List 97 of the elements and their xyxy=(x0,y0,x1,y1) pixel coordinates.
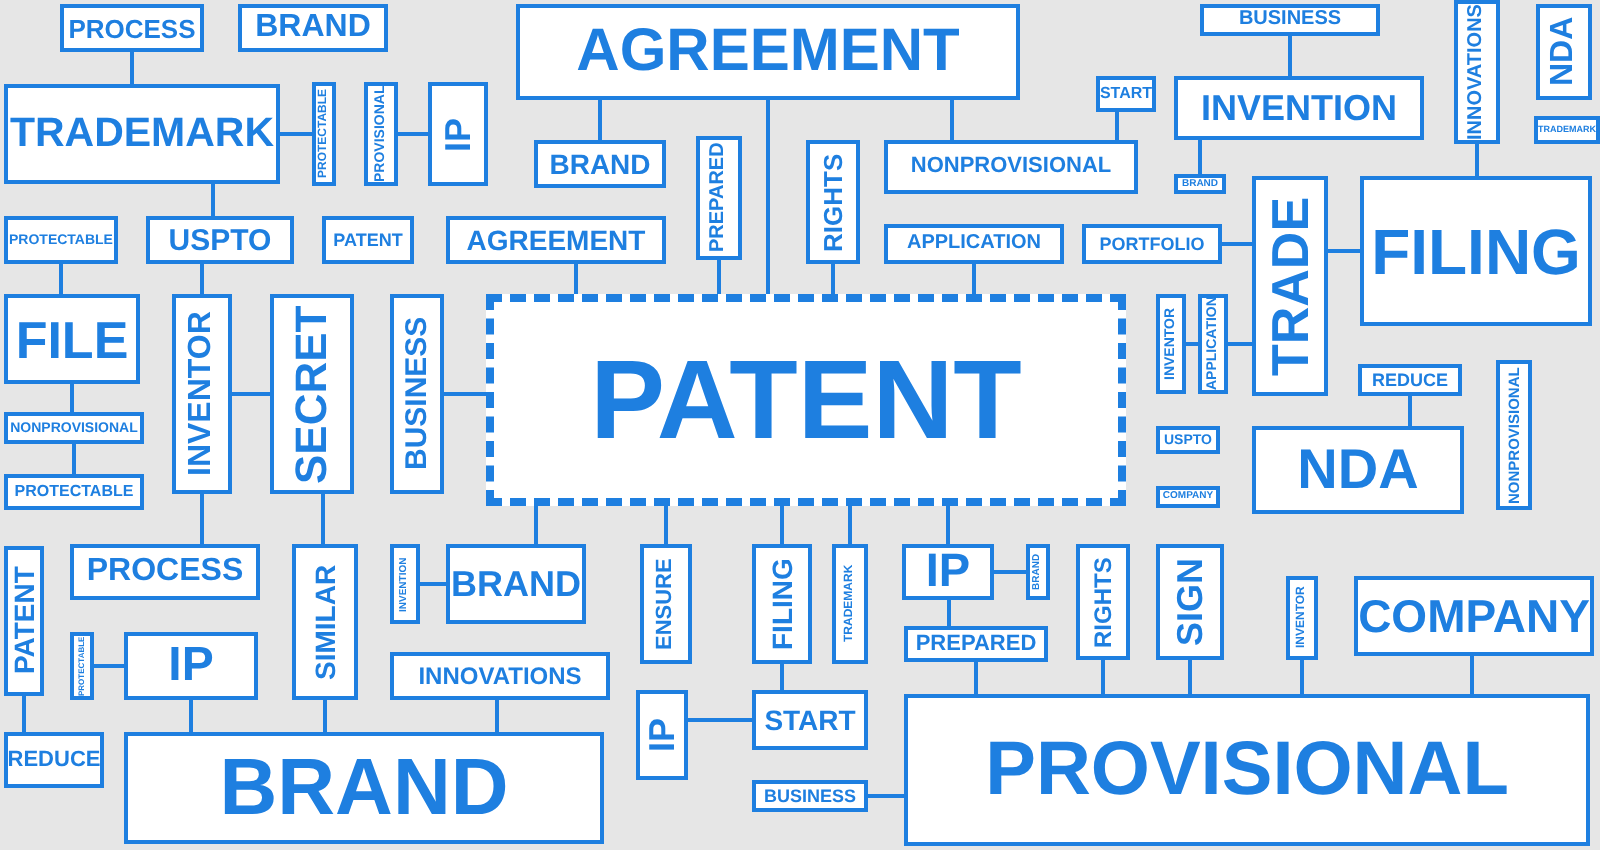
connector-line xyxy=(994,570,1026,574)
keyword-box: REDUCE xyxy=(4,732,104,788)
connector-line xyxy=(189,700,193,732)
keyword-box: RIGHTS xyxy=(1076,544,1130,660)
keyword-box: NDA xyxy=(1536,4,1592,100)
keyword-box: PREPARED xyxy=(904,626,1048,662)
connector-line xyxy=(868,794,904,798)
keyword-box: IP xyxy=(902,544,994,600)
connector-line xyxy=(972,264,976,294)
keyword-box: PROCESS xyxy=(70,544,260,600)
connector-line xyxy=(398,132,428,136)
keyword-box: AGREEMENT xyxy=(446,216,666,264)
keyword-box: NONPROVISIONAL xyxy=(884,140,1138,194)
connector-line xyxy=(950,100,954,140)
keyword-box: TRADE xyxy=(1252,176,1328,396)
connector-line xyxy=(780,664,784,690)
keyword-box: BRAND xyxy=(534,140,666,188)
keyword-box: BUSINESS xyxy=(1200,4,1380,36)
keyword-box: START xyxy=(752,690,868,750)
keyword-box: SIGN xyxy=(1156,544,1224,660)
connector-line xyxy=(947,600,951,626)
keyword-box: FILING xyxy=(752,544,812,664)
connector-line xyxy=(420,582,446,586)
connector-line xyxy=(1198,140,1202,174)
connector-line xyxy=(59,264,63,294)
keyword-box: START xyxy=(1096,76,1156,112)
keyword-box: PROVISIONAL xyxy=(904,694,1590,846)
keyword-box: PATENT xyxy=(4,546,44,696)
keyword-box: BRAND xyxy=(238,4,388,52)
connector-line xyxy=(211,184,215,216)
connector-line xyxy=(946,506,950,544)
connector-line xyxy=(717,260,721,294)
keyword-box: INVENTION xyxy=(1174,76,1424,140)
keyword-box: IP xyxy=(428,82,488,186)
connector-line xyxy=(780,506,784,544)
connector-line xyxy=(688,718,752,722)
connector-line xyxy=(1328,249,1360,253)
connector-line xyxy=(22,696,26,732)
keyword-box: INNOVATIONS xyxy=(1454,0,1500,144)
keyword-box: USPTO xyxy=(146,216,294,264)
connector-line xyxy=(974,662,978,694)
connector-line xyxy=(766,100,770,294)
keyword-box: BUSINESS xyxy=(752,780,868,812)
keyword-box: TRADEMARK xyxy=(4,84,280,184)
connector-line xyxy=(1300,660,1304,694)
keyword-box: COMPANY xyxy=(1354,576,1594,656)
keyword-box: INNOVATIONS xyxy=(390,652,610,700)
keyword-box: BRAND xyxy=(446,544,586,624)
keyword-box: SIMILAR xyxy=(292,544,358,700)
connector-line xyxy=(1470,656,1474,694)
dashed-keyword-box: PATENT xyxy=(486,294,1126,506)
connector-line xyxy=(1228,342,1252,346)
connector-line xyxy=(94,664,124,668)
keyword-box: BUSINESS xyxy=(390,294,444,494)
keyword-box: RIGHTS xyxy=(806,140,860,264)
keyword-box: PROTECTABLE xyxy=(4,474,144,510)
keyword-box: ENSURE xyxy=(640,544,692,664)
keyword-box: PATENT xyxy=(322,216,414,264)
connector-line xyxy=(200,494,204,544)
keyword-box: BRAND xyxy=(124,732,604,844)
connector-line xyxy=(323,700,327,732)
connector-line xyxy=(232,392,270,396)
keyword-box: FILING xyxy=(1360,176,1592,326)
connector-line xyxy=(574,264,578,294)
keyword-box: PROCESS xyxy=(60,4,204,52)
connector-line xyxy=(130,52,134,84)
connector-line xyxy=(280,132,312,136)
connector-line xyxy=(321,494,325,544)
connector-line xyxy=(1188,660,1192,694)
connector-line xyxy=(848,506,852,544)
connector-line xyxy=(200,264,204,294)
connector-line xyxy=(1186,342,1198,346)
keyword-box: INVENTOR xyxy=(172,294,232,494)
connector-line xyxy=(534,506,538,544)
keyword-box: PORTFOLIO xyxy=(1082,224,1222,264)
connector-line xyxy=(1408,396,1412,426)
keyword-box: APPLICATION xyxy=(884,224,1064,264)
connector-line xyxy=(1222,242,1252,246)
connector-line xyxy=(598,100,602,140)
connector-line xyxy=(1101,660,1105,694)
connector-line xyxy=(831,264,835,294)
keyword-box: NDA xyxy=(1252,426,1464,514)
connector-line xyxy=(1115,112,1119,140)
keyword-box: FILE xyxy=(4,294,140,384)
connector-line xyxy=(495,700,499,732)
keyword-box: REDUCE xyxy=(1358,364,1462,396)
keyword-box: SECRET xyxy=(270,294,354,494)
connector-line xyxy=(70,384,74,412)
connector-line xyxy=(664,506,668,544)
keyword-box: IP xyxy=(124,632,258,700)
keyword-box: PREPARED xyxy=(696,136,742,260)
keyword-box: AGREEMENT xyxy=(516,4,1020,100)
connector-line xyxy=(1475,144,1479,176)
connector-line xyxy=(444,392,486,396)
keyword-box: IP xyxy=(636,690,688,780)
connector-line xyxy=(1288,36,1292,76)
connector-line xyxy=(72,444,76,474)
